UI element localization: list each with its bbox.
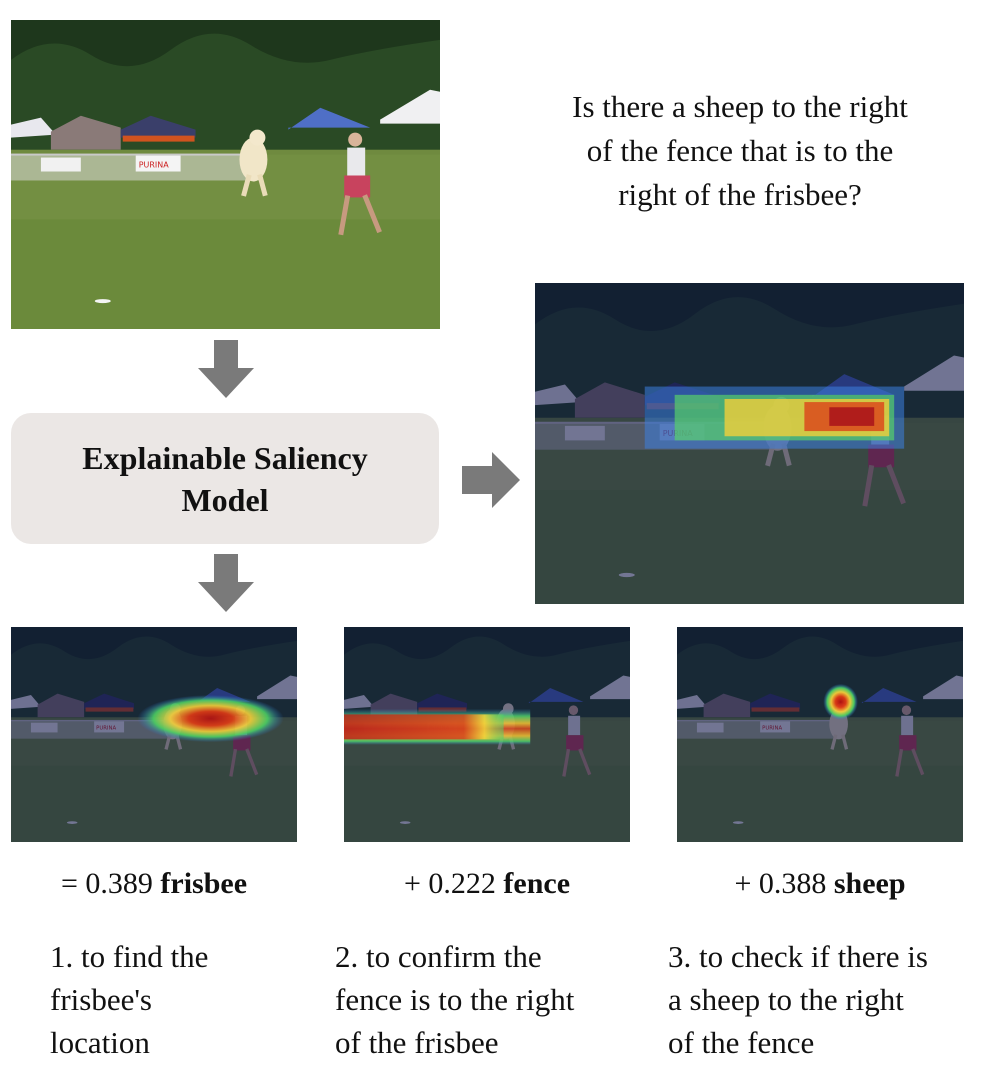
concept-label: sheep bbox=[833, 867, 906, 900]
saliency-map-sheep bbox=[677, 627, 963, 842]
model-label: Explainable Saliency Model bbox=[82, 439, 368, 518]
concept-label: fence bbox=[503, 867, 571, 900]
saliency-map-fence bbox=[344, 627, 630, 842]
score-value: 0.388 bbox=[758, 867, 827, 900]
arrow-down-icon bbox=[198, 340, 254, 398]
caption-step-1: 1. to find the frisbee's location bbox=[50, 939, 209, 1060]
combined-saliency-map bbox=[535, 283, 964, 604]
score-operator: + bbox=[403, 867, 421, 900]
arrow-down-icon bbox=[198, 554, 254, 612]
saliency-model-box: Explainable Saliency Model bbox=[11, 413, 439, 544]
score-operator: + bbox=[734, 867, 752, 900]
score-step-2: + 0.222 fence bbox=[344, 866, 630, 902]
input-photo bbox=[11, 20, 440, 329]
question-text: Is there a sheep to the right of the fen… bbox=[572, 89, 908, 212]
concept-label: frisbee bbox=[160, 867, 248, 900]
arrow-right-icon bbox=[462, 452, 520, 508]
score-operator: = bbox=[60, 867, 78, 900]
caption-step-3: 3. to check if there is a sheep to the r… bbox=[668, 939, 928, 1060]
saliency-map-frisbee bbox=[11, 627, 297, 842]
score-step-1: = 0.389 frisbee bbox=[11, 866, 297, 902]
score-step-3: + 0.388 sheep bbox=[677, 866, 963, 902]
score-value: 0.222 bbox=[428, 867, 496, 900]
caption-step-2: 2. to confirm the fence is to the right … bbox=[335, 939, 575, 1060]
score-value: 0.389 bbox=[85, 867, 153, 900]
